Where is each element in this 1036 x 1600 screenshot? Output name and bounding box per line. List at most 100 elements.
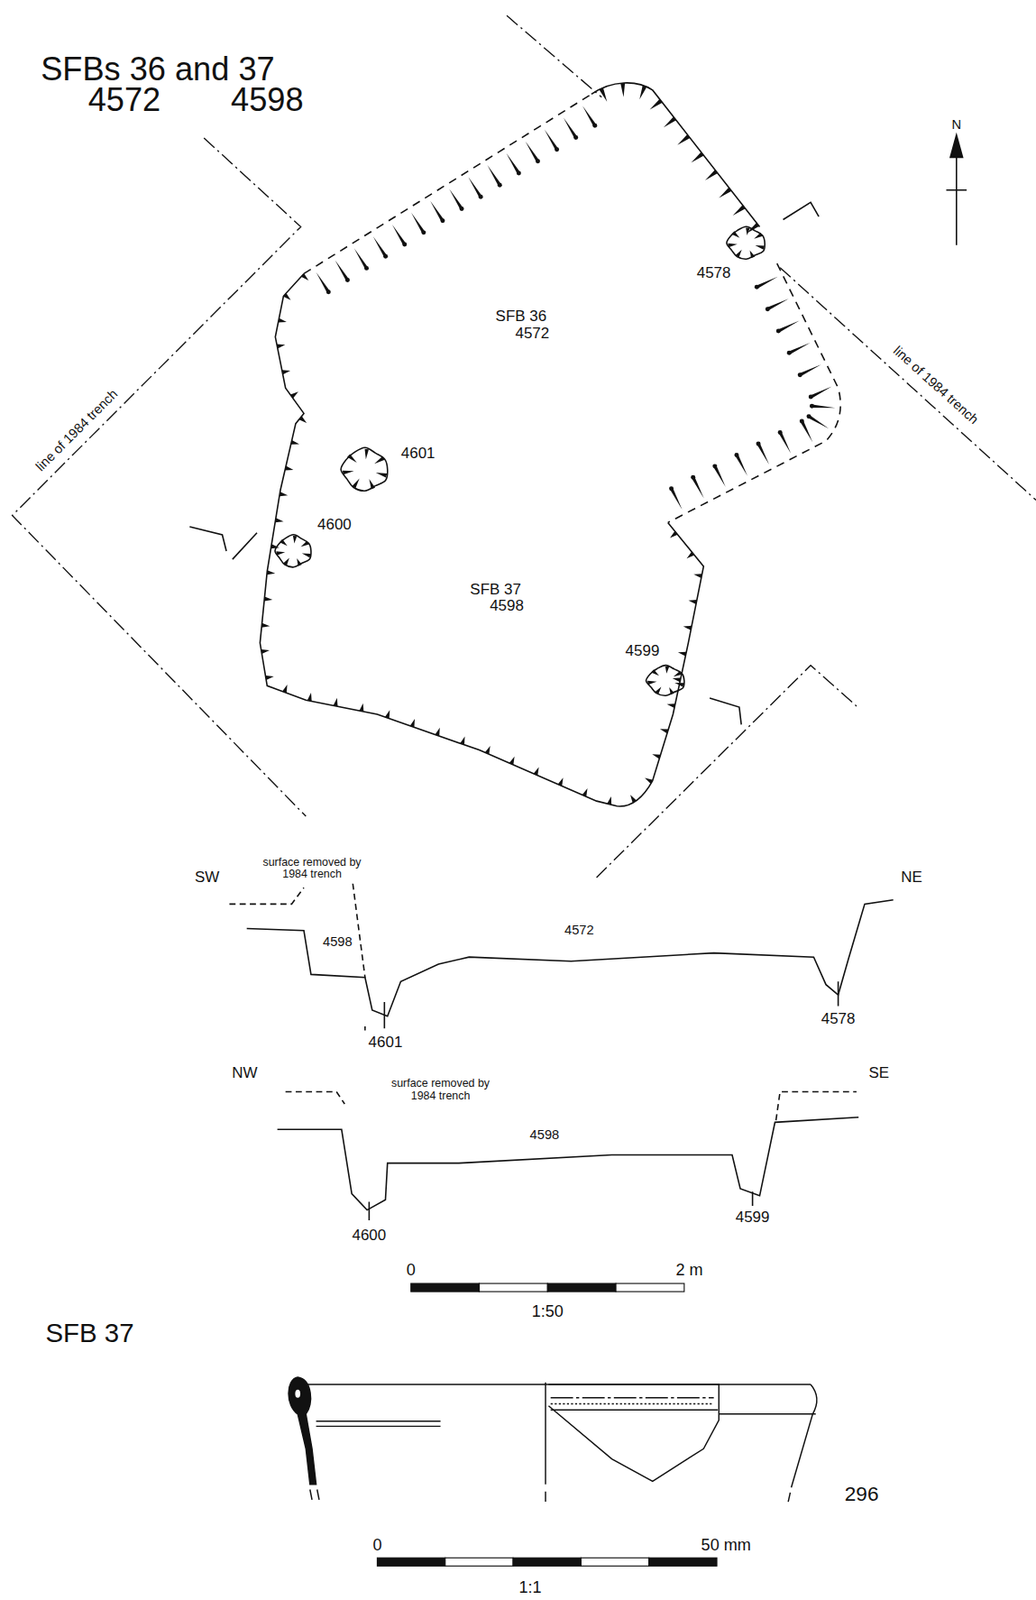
hachure <box>660 728 669 734</box>
hachure <box>544 129 559 151</box>
hachure <box>756 276 779 289</box>
posthole <box>275 534 312 568</box>
hachure <box>693 573 702 578</box>
hachure <box>674 682 684 688</box>
hachure <box>333 697 339 706</box>
posthole-number: 4601 <box>367 1033 404 1051</box>
hachure <box>261 623 270 628</box>
hachure <box>733 204 746 216</box>
hachure <box>290 391 299 398</box>
hachure <box>777 320 799 333</box>
hachure <box>811 403 835 408</box>
hachure <box>291 440 300 445</box>
hachure <box>731 230 740 238</box>
posthole-number: 4599 <box>734 1209 771 1227</box>
hachure <box>351 477 359 488</box>
hachure <box>279 491 288 496</box>
hachure <box>449 188 463 210</box>
cut-edge <box>259 273 704 806</box>
posthole-number: 4600 <box>351 1226 388 1244</box>
hachure <box>691 476 705 498</box>
hachure <box>683 625 692 631</box>
hachure <box>663 116 677 128</box>
hachure <box>301 273 309 281</box>
cut-edge <box>668 263 841 523</box>
hachure <box>688 599 697 605</box>
feature-number: 4572 <box>513 324 551 342</box>
hachure <box>798 364 821 376</box>
hachure <box>691 152 705 164</box>
feature-outline <box>259 82 841 807</box>
hachure <box>750 249 756 258</box>
posthole-number: 4599 <box>624 641 661 660</box>
hachure <box>756 442 770 465</box>
cut-edge <box>303 93 592 274</box>
hachure <box>582 105 596 127</box>
north-arrow <box>945 135 967 246</box>
hachure <box>430 201 444 222</box>
hachure <box>807 414 829 429</box>
hachure <box>809 386 832 399</box>
scale-bar <box>376 1283 717 1566</box>
hachure <box>669 487 683 510</box>
hachure <box>582 788 588 797</box>
hachure <box>718 187 732 199</box>
feature-number: 4598 <box>488 596 525 615</box>
feature-number: 4598 <box>529 1126 561 1141</box>
hachure <box>278 318 287 323</box>
hachure <box>265 675 274 680</box>
hachure <box>533 766 540 775</box>
pottery-rim <box>288 1376 817 1502</box>
feature-number: 4572 <box>563 922 596 937</box>
hachure <box>296 558 303 567</box>
hachure <box>665 666 670 674</box>
hachure <box>434 727 440 736</box>
posthole-number: 4601 <box>400 445 437 463</box>
hachure <box>347 454 358 463</box>
feature-number: 4572 <box>87 82 162 119</box>
section-direction: NW <box>230 1063 258 1082</box>
hachure <box>753 232 763 239</box>
hachure <box>669 687 675 695</box>
hachure <box>261 649 270 654</box>
hachure <box>467 176 482 198</box>
hachure <box>316 272 331 294</box>
hachure <box>299 415 308 423</box>
scale-ratio: 1:50 <box>531 1303 565 1322</box>
hachure <box>282 369 291 375</box>
hachure <box>654 687 661 695</box>
hachure <box>672 677 681 682</box>
section-note: surface removed by 1984 trench <box>383 1077 498 1102</box>
posthole <box>726 226 765 259</box>
hachure <box>264 596 273 602</box>
hachure <box>293 535 298 544</box>
scale-value: 0 <box>371 1536 383 1555</box>
hachure <box>374 456 386 464</box>
hachure <box>410 718 415 727</box>
hachure <box>283 293 291 301</box>
hachure <box>275 517 284 523</box>
scale-value: 2 m <box>674 1261 704 1280</box>
feature-number: 4598 <box>321 934 354 949</box>
hachure <box>485 745 491 754</box>
posthole <box>340 447 388 491</box>
hachure <box>307 692 312 701</box>
trench-line <box>12 15 1036 878</box>
section-direction: SW <box>193 868 221 886</box>
feature-number: 4598 <box>229 82 304 119</box>
hachure <box>727 243 737 248</box>
hachure <box>650 99 663 111</box>
hachure <box>639 85 647 101</box>
hachure <box>284 466 294 471</box>
hachure <box>767 298 789 311</box>
section-direction: SE <box>868 1063 891 1082</box>
hachure <box>279 539 288 546</box>
section-note: surface removed by 1984 trench <box>255 856 370 881</box>
hachure <box>705 169 718 181</box>
building-name: SFB 37 <box>45 1318 136 1348</box>
hachure <box>735 249 743 257</box>
hachure <box>630 794 637 803</box>
hachure <box>266 569 276 575</box>
